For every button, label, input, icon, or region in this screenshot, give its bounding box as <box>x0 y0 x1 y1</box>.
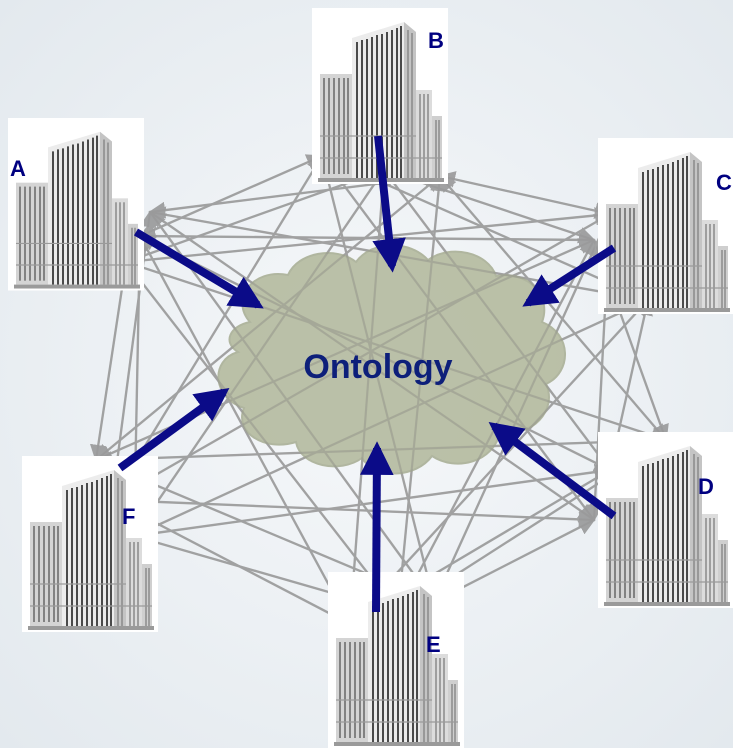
mesh-link <box>111 499 595 521</box>
node-e[interactable] <box>327 571 465 748</box>
mesh-link <box>139 235 351 625</box>
node-d[interactable] <box>597 431 733 609</box>
mesh-link <box>349 299 649 625</box>
node-label-e: E <box>426 632 441 657</box>
arrow-b-to-ontology <box>372 135 406 273</box>
arrow-d-to-ontology <box>488 421 617 520</box>
mesh-link <box>133 169 385 537</box>
mesh-link <box>139 235 611 471</box>
arrow-a-to-ontology <box>133 228 264 309</box>
office-building-icon <box>597 137 733 315</box>
node-label-d: D <box>698 474 714 499</box>
node-label-c: C <box>716 170 732 195</box>
mesh-link <box>133 469 611 537</box>
mesh-link <box>433 213 611 603</box>
mesh-link <box>439 175 667 441</box>
node-label-b: B <box>428 28 444 53</box>
mesh-link <box>125 169 385 263</box>
ontology-arrows <box>117 135 617 613</box>
node-c[interactable] <box>597 137 733 315</box>
arrow-f-to-ontology <box>117 388 230 472</box>
mesh-link <box>125 261 399 613</box>
mesh-link <box>111 155 323 501</box>
ontology-label: Ontology <box>303 348 452 386</box>
node-f[interactable] <box>21 455 159 633</box>
node-label-a: A <box>10 156 26 181</box>
office-building-icon <box>597 431 733 609</box>
mesh-link <box>383 169 611 471</box>
node-a[interactable] <box>7 117 145 292</box>
mesh-link <box>125 213 611 263</box>
mesh-link <box>95 261 127 461</box>
office-building-icon <box>21 455 159 633</box>
ontology-cloud <box>217 244 566 475</box>
mesh-link <box>139 235 595 241</box>
arrow-e-to-ontology <box>360 441 394 613</box>
mesh-link <box>95 175 441 461</box>
office-building-icon <box>7 117 145 292</box>
mesh-link <box>439 175 611 215</box>
mesh-link <box>139 155 323 237</box>
mesh-link <box>133 299 649 537</box>
mesh-link <box>149 211 435 603</box>
mesh-link <box>125 261 667 441</box>
mesh-link <box>321 155 595 521</box>
arrow-c-to-ontology <box>522 244 617 307</box>
node-label-f: F <box>122 504 135 529</box>
office-building-icon <box>327 571 465 748</box>
mesh-link <box>111 213 611 501</box>
mesh-link <box>321 155 435 603</box>
mesh-link <box>149 211 595 521</box>
mesh-link <box>397 175 441 613</box>
